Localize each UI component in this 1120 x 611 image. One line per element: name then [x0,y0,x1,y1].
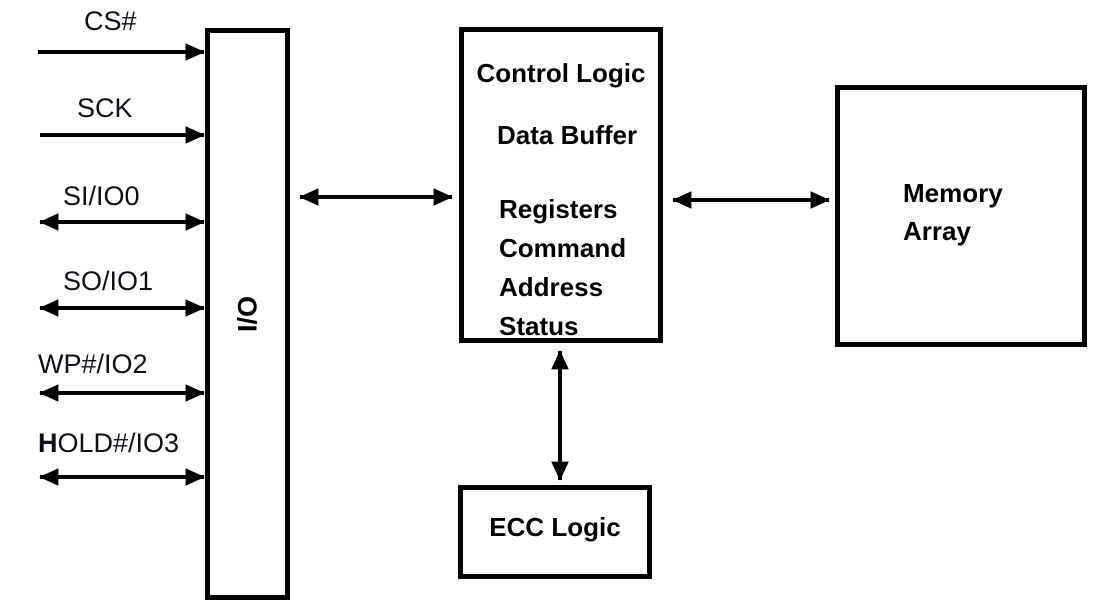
command-label: Command [499,233,627,263]
memory-array-label-line1: Memory [903,178,1003,208]
control-logic-block: Control Logic Data Buffer Registers Comm… [459,27,663,343]
status-label: Status [499,311,579,341]
signal-label-sck: SCK [77,93,133,123]
ecc-logic-block: ECC Logic [458,485,652,579]
control-logic-items: Registers Command Address Status [499,190,626,346]
memory-array-label: Memory Array [903,174,1003,250]
control-logic-title: Control Logic [476,58,646,88]
address-label: Address [499,272,604,302]
signal-label-hold-io3: HOLD#/IO3 [38,428,180,458]
signal-label-so-io1: SO/IO1 [63,266,154,296]
signal-label-wp-io2: WP#/IO2 [38,349,148,379]
ecc-logic-label: ECC Logic [489,512,621,542]
signal-label-si-io0: SI/IO0 [63,181,140,211]
data-buffer-label: Data Buffer [497,120,638,150]
io-block-label: I/O [232,295,262,333]
registers-label: Registers [499,194,618,224]
memory-array-label-line2: Array [903,216,971,246]
memory-array-block: Memory Array [835,85,1087,347]
io-block: I/O [205,28,290,600]
signal-label-cs: CS# [84,6,137,36]
